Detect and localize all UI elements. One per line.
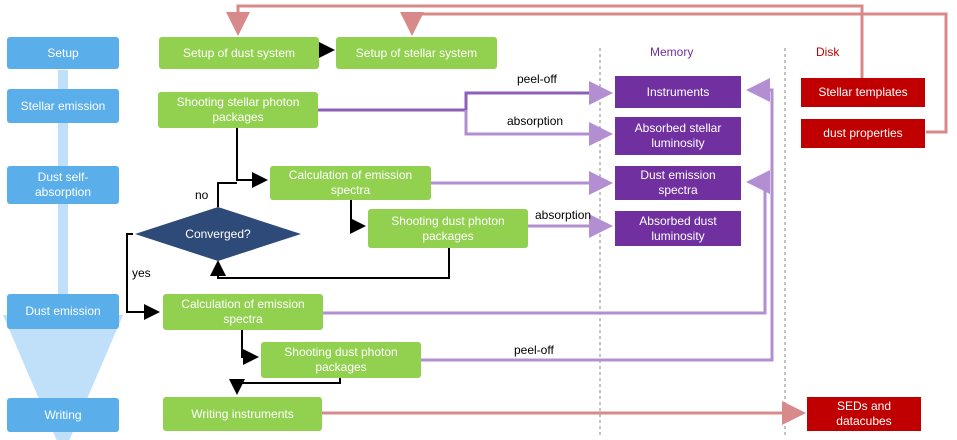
no-edge [217, 182, 237, 207]
disk-stellar-templates: Stellar templates [801, 78, 925, 107]
step-setup-stellar: Setup of stellar system [336, 37, 497, 69]
memory-absorbed-dust: Absorbed dust luminosity [615, 211, 741, 246]
peel-off-link-2 [421, 78, 774, 362]
step-calc-emission-1: Calculation of emission spectra [270, 166, 431, 200]
yes-label: yes [132, 266, 151, 280]
step-calc-emission-2: Calculation of emission spectra [163, 294, 323, 330]
phase-writing: Writing [7, 398, 119, 432]
decision-label: Converged? [185, 226, 251, 241]
absorption-link-1 [464, 110, 613, 146]
calc2-to-shoot-dust2-edge [241, 330, 259, 365]
step-writing-instruments: Writing instruments [163, 397, 322, 431]
converged-decision [135, 207, 301, 261]
disk-header: Disk [816, 45, 840, 59]
step-setup-dust: Setup of dust system [159, 37, 319, 69]
step-shoot-dust-1: Shooting dust photon packages [368, 209, 528, 248]
peel-off-label-2: peel-off [514, 343, 554, 357]
memory-dust-emission-spectra: Dust emission spectra [615, 166, 741, 200]
dust-properties-feed [400, 12, 948, 134]
calc-to-shoot-dust-edge [350, 200, 366, 234]
yes-edge [126, 233, 160, 320]
no-label: no [195, 188, 209, 202]
absorption-label-1: absorption [507, 114, 564, 128]
step-shoot-stellar: Shooting stellar photon packages [158, 92, 318, 128]
calc-emission-2-to-spectra [323, 170, 770, 315]
absorption-label-2: absorption [535, 208, 592, 222]
shoot-dust2-to-writing-edge [229, 378, 341, 395]
stellar-to-calc-edge [236, 128, 268, 188]
disk-seds-datacubes: SEDs and datacubes [807, 397, 921, 431]
shoot-stellar-memory-link [318, 81, 613, 112]
memory-header: Memory [650, 45, 694, 59]
phase-stellar-emission: Stellar emission [7, 89, 119, 123]
memory-absorbed-stellar: Absorbed stellar luminosity [615, 117, 741, 155]
memory-instruments: Instruments [615, 76, 741, 108]
stellar-templates-feed [226, 4, 864, 78]
disk-dust-properties: dust properties [801, 119, 925, 148]
peel-off-label-1: peel-off [517, 72, 557, 86]
phase-setup: Setup [7, 37, 119, 69]
phase-dust-self-absorption: Dust self-absorption [7, 166, 119, 204]
phase-dust-emission: Dust emission [7, 294, 119, 329]
loop-back-edge [210, 248, 450, 279]
step-shoot-dust-2: Shooting dust photon packages [261, 342, 421, 378]
